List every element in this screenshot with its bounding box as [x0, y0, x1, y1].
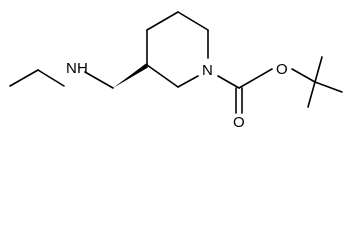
ethyl-ch2-n-bond: [37, 69, 65, 87]
amine-n-symbol: N: [66, 60, 77, 77]
stereo-wedge-bond: [113, 63, 148, 88]
ethyl-ch3-ch2-bond: [9, 69, 39, 87]
ring-c5-c6-bond: [177, 11, 209, 31]
carbonyl-ester-o-bond: [238, 68, 273, 89]
tbu-methyl-up-bond: [314, 56, 323, 83]
n-ch2-bond: [84, 71, 114, 89]
chemical-structure: N H N O O: [9, 11, 343, 131]
carbonyl-o-symbol: O: [233, 114, 245, 131]
ring-n-symbol: N: [202, 62, 213, 79]
amine-h-symbol: H: [77, 60, 88, 77]
ring-c4-c5-bond: [146, 11, 179, 31]
amine-nh-label: N H: [66, 60, 88, 77]
tbu-methyl-right-bond: [314, 81, 343, 93]
ester-o-tbu-bond: [291, 68, 316, 83]
ring-c2-c3-bond: [146, 64, 179, 88]
tbu-methyl-down-bond: [307, 81, 316, 108]
ring-n-c2-bond: [177, 75, 199, 88]
n-carbonyl-bond: [217, 75, 240, 89]
ester-o-symbol: O: [276, 61, 288, 78]
